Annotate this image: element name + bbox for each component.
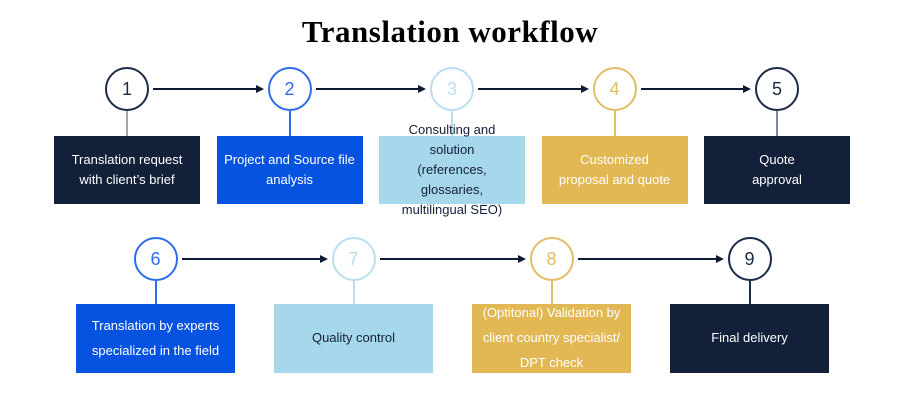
step-connector-line [776,111,778,136]
arrow-shaft [181,258,321,260]
step-label: Final delivery [711,330,788,346]
step-label: Customized proposal and quote [558,151,671,187]
arrow-shaft [315,88,419,90]
arrow-head [580,84,589,93]
step-label: Quality control [311,330,396,346]
step-connector-line [352,281,355,304]
arrow-right-icon [379,254,526,264]
arrow-shaft [640,88,744,90]
step-circle: 2 [267,67,312,111]
arrow-shaft [153,88,257,90]
arrow-head [517,254,526,263]
step-box: Quote approval [704,136,850,204]
step-box: Customized proposal and quote [541,136,688,204]
step-box: Consulting and solution (references, glo… [379,122,525,217]
step-box: Translation by experts specialized in th… [76,304,235,373]
arrow-shaft [478,88,582,90]
step-circle: 3 [430,67,474,111]
arrow-head [743,84,751,93]
arrow-shaft [577,258,717,260]
step-number: 3 [446,79,457,99]
step-connector-line [126,111,128,136]
step-number: 8 [546,249,557,269]
step-box: Translation request with client’s brief [54,136,200,204]
arrow-right-icon [478,84,589,94]
arrow-head [418,84,426,93]
step-number: 5 [771,79,782,99]
step-connector-line [288,111,291,136]
step-circle: 5 [755,67,799,111]
step-box: Final delivery [670,304,829,373]
arrow-shaft [379,258,519,260]
arrow-right-icon [577,254,724,264]
arrow-right-icon [315,84,426,94]
step-circle: 6 [133,237,178,281]
step-label: Quote approval [752,151,802,187]
step-number: 7 [348,249,359,269]
step-circle: 1 [105,67,149,111]
step-number: 1 [121,79,132,99]
step-connector-line [451,111,453,136]
step-number: 6 [150,249,161,269]
diagram-title: Translation workflow [301,14,599,49]
step-circle: 8 [529,237,574,281]
step-circle: 4 [592,67,637,111]
step-box: (Optitonal) Validation by client country… [472,304,631,373]
step-label: (Optitonal) Validation by client country… [482,305,621,370]
step-number: 4 [609,79,620,99]
step-connector-line [154,281,157,304]
step-box: Project and Source file analysis [216,136,363,204]
step-number: 2 [284,79,295,99]
step-connector-line [550,281,553,304]
arrow-right-icon [640,84,751,94]
step-label: Project and Source file analysis [224,151,355,187]
arrow-right-icon [153,84,264,94]
step-number: 9 [744,249,755,269]
step-label: Consulting and solution (references, glo… [401,121,503,218]
step-connector-line [748,281,751,304]
step-label: Translation request with client’s brief [71,151,183,187]
step-box: Quality control [274,304,433,373]
step-connector-line [613,111,616,136]
step-label: Translation by experts specialized in th… [91,317,220,358]
step-circle: 7 [331,237,376,281]
arrow-head [715,254,724,263]
arrow-head [255,84,264,93]
arrow-right-icon [181,254,328,264]
arrow-head [319,254,328,263]
step-circle: 9 [727,237,772,281]
